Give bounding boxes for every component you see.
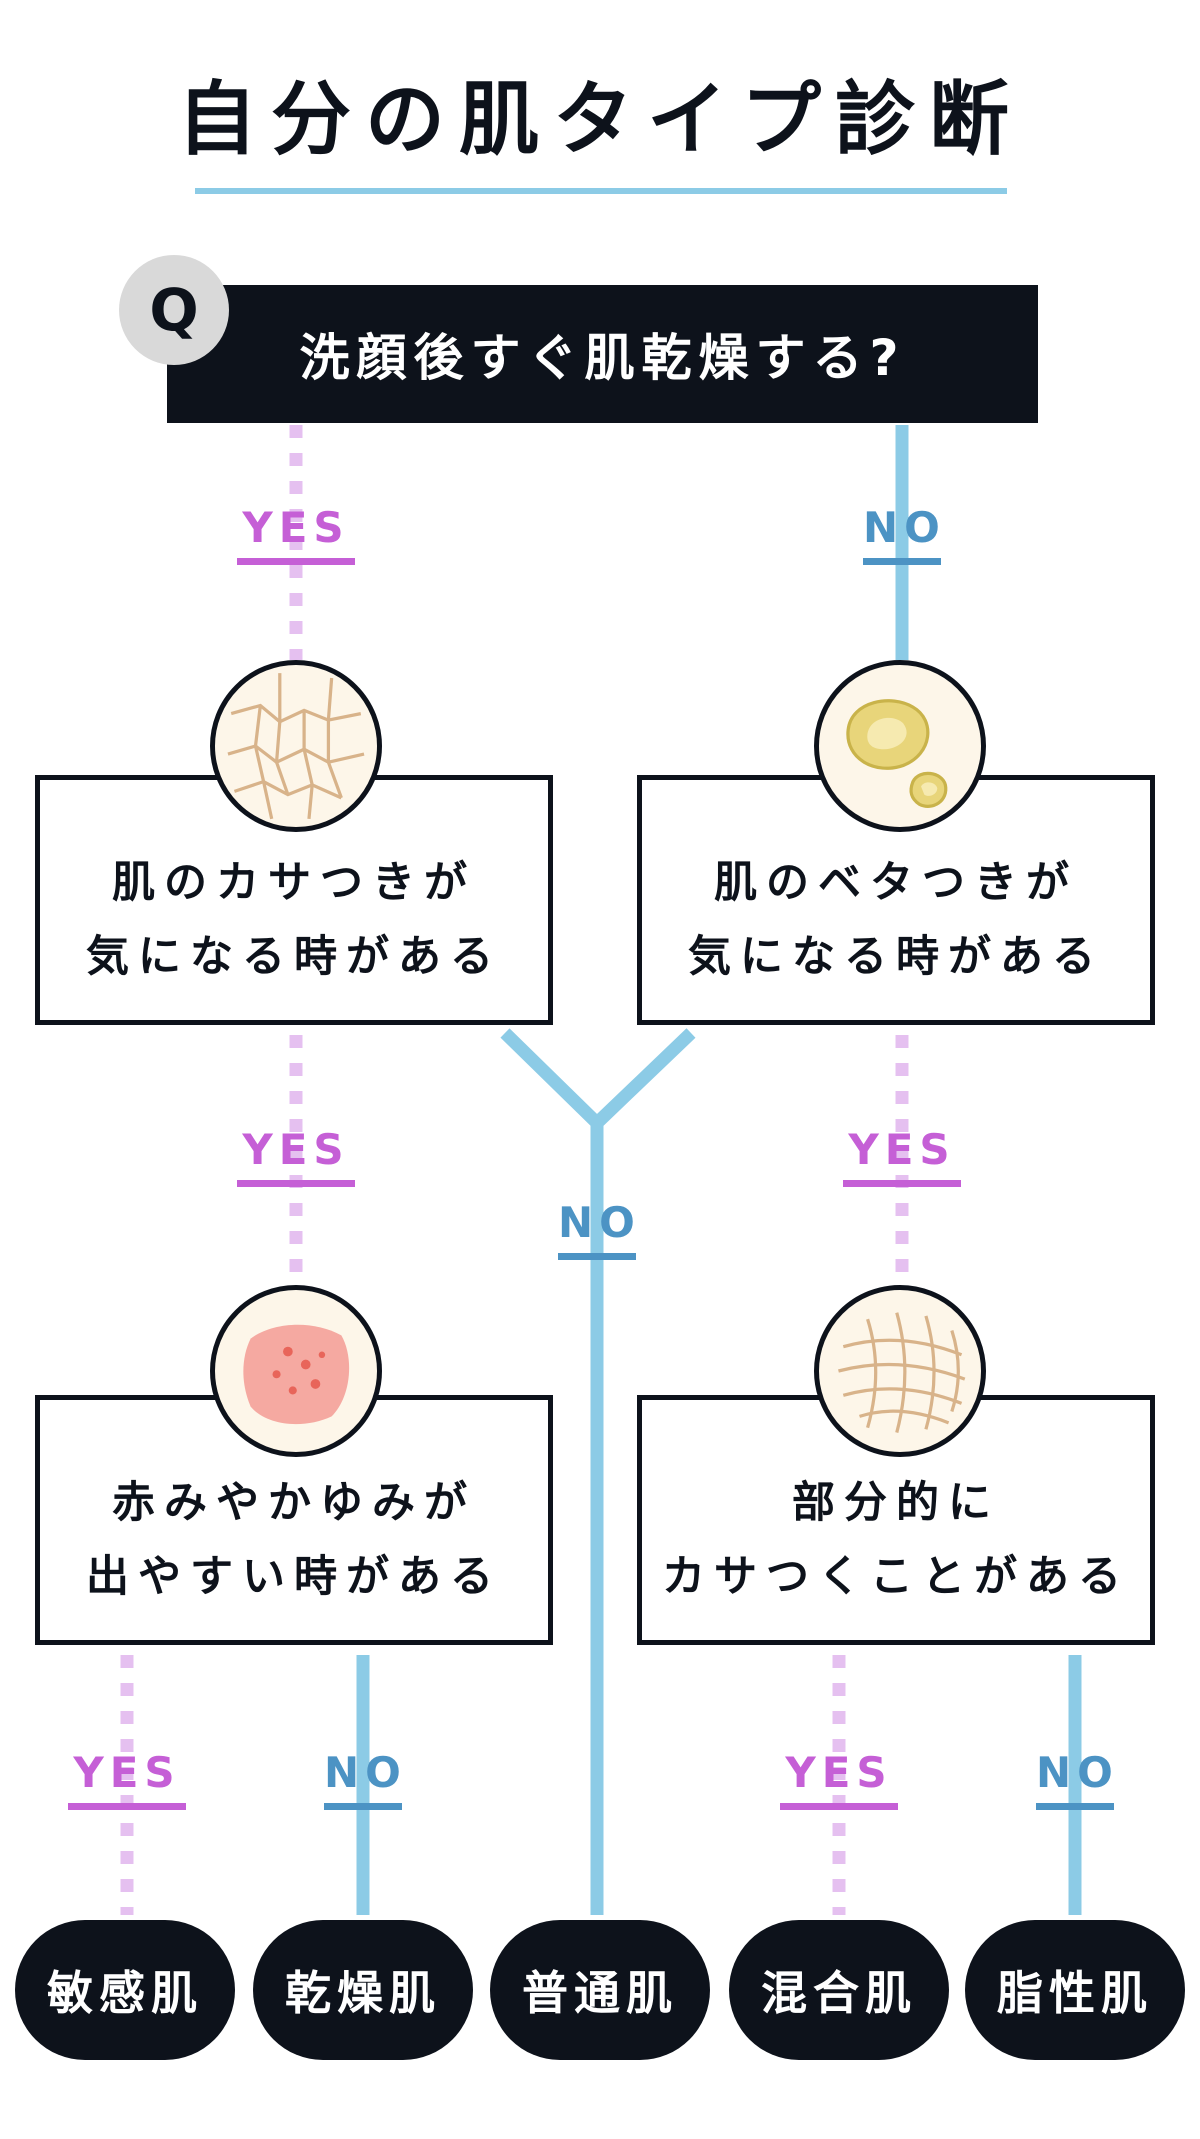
result-normal-skin: 普通肌	[490, 1920, 710, 2060]
question-badge: Q	[119, 255, 229, 365]
yes-label: YES	[780, 1748, 898, 1810]
page-title: 自分の肌タイプ診断	[177, 73, 1023, 166]
no-label: NO	[863, 503, 941, 565]
no-label: NO	[1036, 1748, 1114, 1810]
box-text-line2: カサつくことがある	[662, 1552, 1130, 1602]
box-text-line1: 赤みやかゆみが	[112, 1478, 476, 1528]
yes-label: YES	[237, 503, 355, 565]
box-text-line1: 部分的に	[792, 1478, 1000, 1528]
no-label: NO	[558, 1198, 636, 1260]
yes-label: YES	[237, 1125, 355, 1187]
yes-label: YES	[68, 1748, 186, 1810]
no-label: NO	[324, 1748, 402, 1810]
no-connector	[500, 1028, 696, 1130]
question-box-oily-skin: 肌のベタつきが 気になる時がある	[637, 775, 1155, 1025]
yes-label: YES	[843, 1125, 961, 1187]
box-text-line1: 肌のカサつきが	[112, 858, 476, 908]
box-text-line2: 出やすい時がある	[86, 1552, 502, 1602]
oil-drop-icon	[814, 660, 986, 832]
question-text: 洗顔後すぐ肌乾燥する?	[299, 329, 906, 387]
question-box: 洗顔後すぐ肌乾燥する?	[167, 285, 1038, 423]
result-oily-skin: 脂性肌	[965, 1920, 1185, 2060]
crosshatch-skin-icon	[814, 1285, 986, 1457]
red-skin-icon	[210, 1285, 382, 1457]
title-underline	[195, 188, 1007, 194]
result-sensitive-skin: 敏感肌	[15, 1920, 235, 2060]
box-text-line1: 肌のベタつきが	[714, 858, 1078, 908]
result-combination-skin: 混合肌	[729, 1920, 949, 2060]
box-text-line2: 気になる時がある	[86, 932, 502, 982]
box-text-line2: 気になる時がある	[688, 932, 1104, 982]
result-dry-skin: 乾燥肌	[253, 1920, 473, 2060]
cracked-skin-icon	[210, 660, 382, 832]
